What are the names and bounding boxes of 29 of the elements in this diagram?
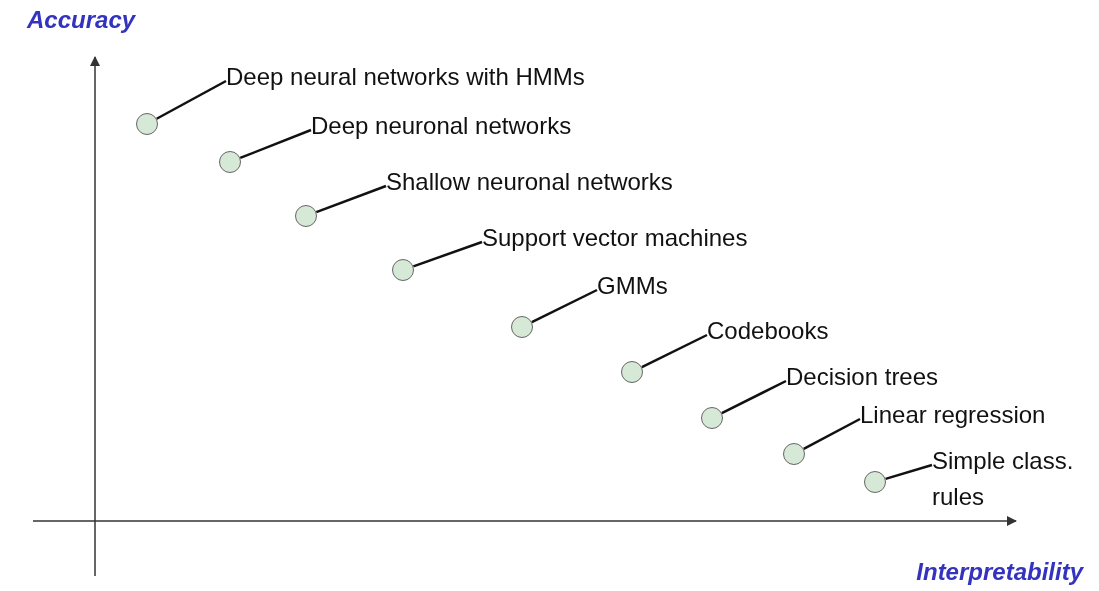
method-label: GMMs bbox=[597, 268, 668, 304]
data-point-marker bbox=[136, 113, 158, 135]
leader-line bbox=[156, 79, 227, 120]
data-point-marker bbox=[219, 151, 241, 173]
method-label: Shallow neuronal networks bbox=[386, 164, 673, 200]
data-point-marker bbox=[295, 205, 317, 227]
method-label: Decision trees bbox=[786, 359, 939, 395]
leader-line bbox=[803, 417, 861, 450]
leader-line bbox=[721, 379, 787, 415]
leader-line bbox=[885, 463, 933, 481]
data-point-marker bbox=[392, 259, 414, 281]
method-label: Support vector machines bbox=[482, 220, 748, 256]
y-axis-title: Accuracy bbox=[27, 6, 136, 34]
method-label: Simple class. rules bbox=[932, 443, 1082, 515]
leader-line bbox=[641, 333, 708, 369]
method-label: Deep neural networks with HMMs bbox=[226, 59, 585, 95]
method-label: Codebooks bbox=[707, 313, 829, 349]
x-axis-title: Interpretability bbox=[916, 558, 1083, 586]
leader-line bbox=[531, 288, 598, 324]
method-label: Deep neuronal networks bbox=[311, 108, 572, 144]
leader-line bbox=[239, 128, 312, 160]
data-point-marker bbox=[621, 361, 643, 383]
leader-line bbox=[412, 240, 483, 268]
data-point-marker bbox=[864, 471, 886, 493]
data-point-marker bbox=[701, 407, 723, 429]
data-point-marker bbox=[783, 443, 805, 465]
data-point-marker bbox=[511, 316, 533, 338]
method-label: Linear regression bbox=[860, 397, 1046, 433]
leader-line bbox=[315, 184, 387, 214]
